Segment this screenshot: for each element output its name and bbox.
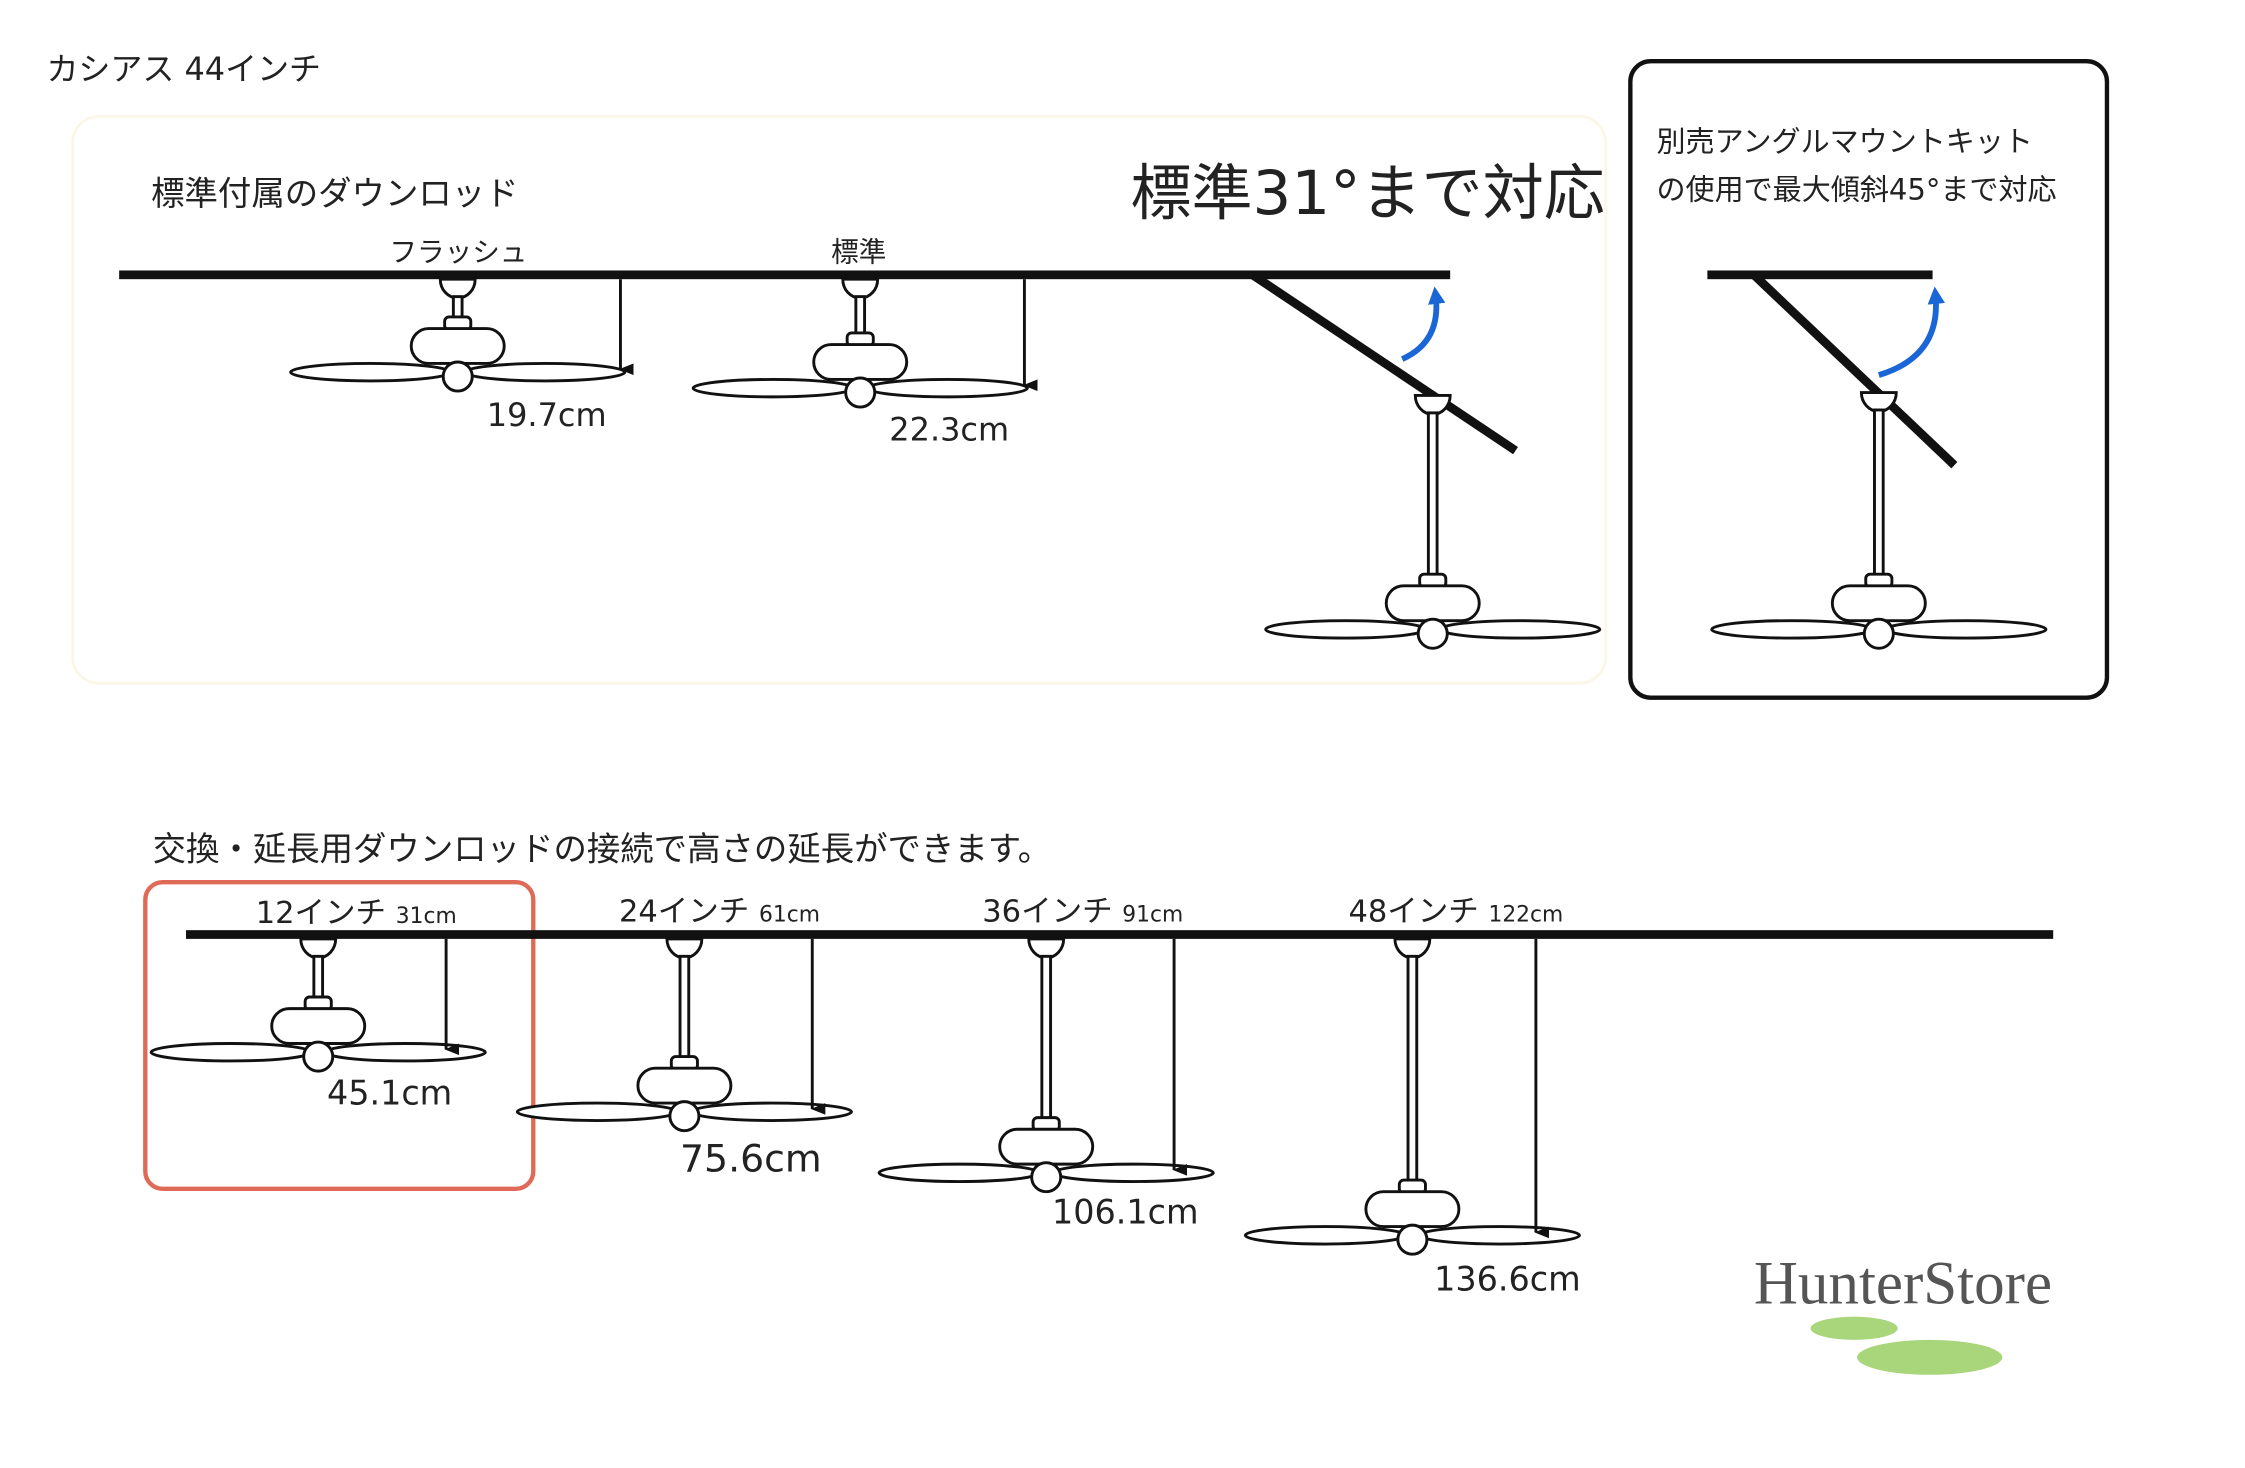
rod-length-label: 12インチ — [256, 896, 386, 931]
fan-blade — [324, 1042, 487, 1063]
highlight-box — [143, 880, 536, 1191]
fan-blade — [691, 377, 855, 399]
motor-housing — [270, 1007, 367, 1045]
logo-dot-small — [1810, 1316, 1898, 1340]
motor-housing — [409, 327, 506, 365]
ceiling-fan — [149, 937, 487, 1073]
fan-blade — [1438, 619, 1602, 640]
motor-housing — [1364, 1190, 1461, 1229]
rod-size: 91cm — [1122, 902, 1183, 927]
ceiling-fan — [1264, 393, 1602, 650]
ceiling-fan — [289, 277, 634, 393]
svg-text:24インチ 61cm: 24インチ 61cm — [619, 894, 820, 929]
standard-panel — [71, 114, 1608, 685]
fan-blade — [1052, 1162, 1215, 1183]
downrod — [1426, 411, 1439, 579]
extension-heading: 交換・延長用ダウンロッドの接続で高さの延長ができます。 — [153, 829, 1052, 868]
drop-24in: 75.6cm — [680, 1136, 822, 1180]
fan-blade — [463, 362, 627, 383]
drop-standard: 22.3cm — [889, 410, 1009, 448]
ceiling-line — [119, 270, 1451, 280]
fan-blade — [1884, 619, 2048, 640]
rod-length-label: 24インチ — [619, 894, 749, 929]
drop-12in: 45.1cm — [327, 1074, 452, 1113]
angle-note: 標準31°まで対応 — [1130, 158, 1604, 229]
motor-housing — [998, 1127, 1095, 1166]
logo-text: HunterStore — [1754, 1251, 2052, 1318]
drop-36in: 106.1cm — [1052, 1193, 1199, 1232]
fan-blade — [877, 1162, 1041, 1183]
kit-ceiling-line — [1707, 270, 1933, 280]
motor-housing — [1384, 584, 1481, 623]
fan-blade — [1264, 619, 1427, 640]
fan-blade — [690, 1101, 853, 1122]
light-cap — [441, 360, 474, 393]
downrod — [678, 954, 691, 1061]
extension-labels: 12インチ 31cm 24インチ 61cm 36インチ 91cm 48インチ 1… — [256, 894, 1564, 930]
fan-label-flush: フラッシュ — [389, 236, 527, 269]
kit-angle-arrow — [1877, 286, 1945, 378]
light-cap — [668, 1100, 701, 1133]
light-cap — [1030, 1161, 1063, 1194]
drop-flush: 19.7cm — [487, 396, 607, 434]
fan-blade — [1710, 619, 1874, 640]
hunterstore-logo: HunterStore — [1754, 1251, 2052, 1375]
fan-blade — [1418, 1225, 1581, 1246]
fan-label-standard: 標準 — [831, 236, 886, 269]
svg-text:36インチ 91cm: 36インチ 91cm — [982, 894, 1183, 929]
extension-ceiling-line — [185, 930, 2054, 939]
fan-blade — [866, 377, 1029, 399]
light-cap — [844, 376, 877, 409]
motor-housing — [636, 1066, 733, 1105]
downrod — [312, 954, 325, 1002]
ceiling-fan — [1710, 391, 2048, 650]
motor-housing — [812, 343, 909, 381]
ceiling-fan — [691, 277, 1038, 409]
rod-size: 122cm — [1488, 902, 1563, 927]
kit-sloped-ceiling — [1750, 271, 1958, 469]
standard-heading: 標準付属のダウンロッド — [151, 174, 518, 213]
light-cap — [1396, 1223, 1429, 1256]
downrod — [1040, 954, 1053, 1122]
rod-length-label: 36インチ — [982, 894, 1112, 929]
drop-48in: 136.6cm — [1434, 1260, 1581, 1299]
motor-housing — [1830, 584, 1927, 623]
rod-length-label: 48インチ — [1348, 894, 1478, 929]
angle-kit-line2: の使用で最大傾斜45°まで対応 — [1657, 172, 2057, 206]
ceiling-fan — [1243, 937, 1581, 1256]
fan-blade — [1243, 1225, 1407, 1246]
downrod — [1873, 408, 1885, 579]
light-cap — [1862, 617, 1895, 650]
logo-dot-large — [1857, 1339, 2003, 1375]
page-title: カシアス 44インチ — [46, 50, 321, 88]
light-cap — [302, 1040, 335, 1073]
angle-arrow — [1400, 286, 1446, 362]
fan-blade — [149, 1042, 313, 1063]
angle-kit-line1: 別売アングルマウントキット — [1657, 124, 2033, 158]
downrod — [1406, 954, 1419, 1185]
svg-text:12インチ 31cm: 12インチ 31cm — [256, 896, 457, 931]
light-cap — [1416, 617, 1449, 650]
ceiling-fan — [515, 937, 853, 1133]
fan-blade — [289, 362, 452, 383]
sloped-ceiling — [1250, 271, 1518, 455]
rod-size: 31cm — [396, 904, 457, 929]
rod-size: 61cm — [759, 902, 820, 927]
downrod — [854, 295, 867, 338]
fan-blade — [515, 1101, 679, 1122]
ceiling-fan — [877, 937, 1215, 1194]
svg-text:48インチ 122cm: 48インチ 122cm — [1348, 894, 1563, 929]
